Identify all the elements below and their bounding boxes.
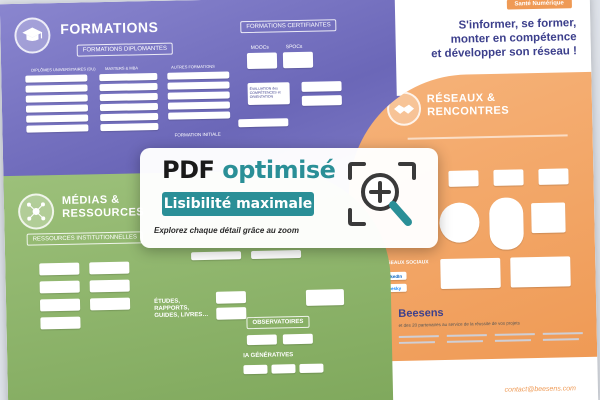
media-card[interactable] xyxy=(305,289,345,306)
du-item[interactable] xyxy=(25,104,89,113)
study-card[interactable] xyxy=(215,291,247,304)
formation-initiale-label: FORMATION INITIALE xyxy=(174,131,221,138)
resource-card[interactable] xyxy=(89,297,131,311)
pill-certifiantes: FORMATIONS CERTIFIANTES xyxy=(240,19,337,34)
media-card[interactable] xyxy=(250,249,302,260)
zoom-in-icon xyxy=(346,160,418,236)
medias-word: MÉDIAS xyxy=(61,194,108,207)
autre-item[interactable] xyxy=(167,81,230,90)
du-item[interactable] xyxy=(25,94,88,103)
event-card[interactable] xyxy=(538,168,569,185)
observatoire-card[interactable] xyxy=(246,334,277,346)
observatoires-pill: OBSERVATOIRES xyxy=(246,315,310,330)
sante-numerique-badge: Santé Numérique xyxy=(506,0,572,10)
network-icon xyxy=(17,193,55,230)
spoc-card[interactable] xyxy=(282,51,314,69)
banner-title-accent: optimisé xyxy=(222,156,336,184)
master-item[interactable] xyxy=(100,112,159,122)
reseaux-title-line2: RENCONTRES xyxy=(427,104,510,119)
master-item[interactable] xyxy=(99,102,159,112)
medias-section: MÉDIAS & RESSOURCES RESSOURCES INSTITUTI… xyxy=(3,168,394,400)
resource-card[interactable] xyxy=(89,279,130,293)
banner-title-plain: PDF xyxy=(162,156,215,184)
divider xyxy=(407,134,568,140)
col-du-label: DIPLÔMES UNIVERSITAIRES (DU) xyxy=(31,66,96,73)
community-card[interactable] xyxy=(531,202,566,234)
autre-item[interactable] xyxy=(167,101,231,110)
master-item[interactable] xyxy=(100,122,159,132)
medias-title-line1: MÉDIAS & xyxy=(62,194,120,207)
resource-card[interactable] xyxy=(89,261,130,275)
group-card[interactable] xyxy=(510,256,571,288)
lisibilite-pill: Lisibilité maximale xyxy=(162,192,314,216)
banner-subtitle: Explorez chaque détail grâce au zoom xyxy=(154,226,299,235)
resource-card[interactable] xyxy=(39,298,81,312)
col-masters-label: MASTERS & MBA xyxy=(105,65,139,72)
reseaux-section: RÉSEAUX & RENCONTRES RÉSEAUX SOCIAUX Lin… xyxy=(346,71,598,362)
moocs-label: MOOCs xyxy=(250,44,269,51)
du-item[interactable] xyxy=(26,124,89,133)
ia-card[interactable] xyxy=(299,363,324,374)
du-item[interactable] xyxy=(25,84,88,93)
contact-email[interactable]: contact@beesens.com xyxy=(504,385,577,394)
formations-section: FORMATIONS FORMATIONS DIPLOMANTES FORMAT… xyxy=(0,0,404,210)
observatoire-card[interactable] xyxy=(282,333,313,345)
banner-title: PDF optimisé xyxy=(162,156,336,184)
du-item[interactable] xyxy=(25,74,88,83)
etudes-label: ÉTUDES, RAPPORTS, GUIDES, LIVRES… xyxy=(153,298,209,320)
autre-item[interactable] xyxy=(167,91,230,100)
master-item[interactable] xyxy=(99,72,158,82)
amp: & xyxy=(111,193,120,206)
resource-card[interactable] xyxy=(39,280,80,294)
resource-card[interactable] xyxy=(40,316,81,330)
pill-institutionnelles: RESSOURCES INSTITUTIONNELLES xyxy=(26,231,144,246)
autre-item[interactable] xyxy=(168,111,231,120)
initiale-card[interactable] xyxy=(238,118,289,128)
autre-item[interactable] xyxy=(167,71,230,80)
eval-tool-card[interactable] xyxy=(301,81,342,92)
media-card[interactable] xyxy=(191,251,242,261)
amp: & xyxy=(486,91,496,105)
community-circle[interactable] xyxy=(439,202,480,244)
evaluation-label: ÉVALUATION des COMPÉTENCES et ORIENTATIO… xyxy=(249,86,281,100)
pill-diplomantes: FORMATIONS DIPLOMANTES xyxy=(76,42,174,57)
mooc-card[interactable] xyxy=(246,52,278,70)
medias-title-line2: RESSOURCES xyxy=(62,206,145,220)
master-item[interactable] xyxy=(99,82,158,92)
spocs-label: SPOCs xyxy=(285,43,303,51)
ia-card[interactable] xyxy=(271,364,296,374)
formations-title: FORMATIONS xyxy=(60,18,159,37)
event-card[interactable] xyxy=(493,169,524,186)
eval-tool-card[interactable] xyxy=(301,95,342,106)
resource-card[interactable] xyxy=(39,262,80,276)
study-card[interactable] xyxy=(216,307,247,320)
group-card[interactable] xyxy=(440,257,501,290)
reseaux-word: RÉSEAUX xyxy=(426,92,484,106)
ia-card[interactable] xyxy=(243,364,268,375)
event-card[interactable] xyxy=(448,170,479,187)
beesens-logo: Beesens xyxy=(398,306,444,320)
ia-label: IA GÉNÉRATIVES xyxy=(243,352,294,360)
graduation-cap-icon xyxy=(14,17,51,54)
pdf-optimise-banner: PDF optimisé Lisibilité maximale Explore… xyxy=(140,148,438,248)
reseaux-title-line1: RÉSEAUX & xyxy=(427,92,496,105)
community-card[interactable] xyxy=(488,197,525,251)
handshake-icon xyxy=(386,91,422,127)
master-item[interactable] xyxy=(99,92,158,102)
slogan: S'informer, se former, monter en compéte… xyxy=(406,16,577,62)
col-autres-label: AUTRES FORMATIONS xyxy=(171,63,215,70)
du-item[interactable] xyxy=(26,114,89,123)
